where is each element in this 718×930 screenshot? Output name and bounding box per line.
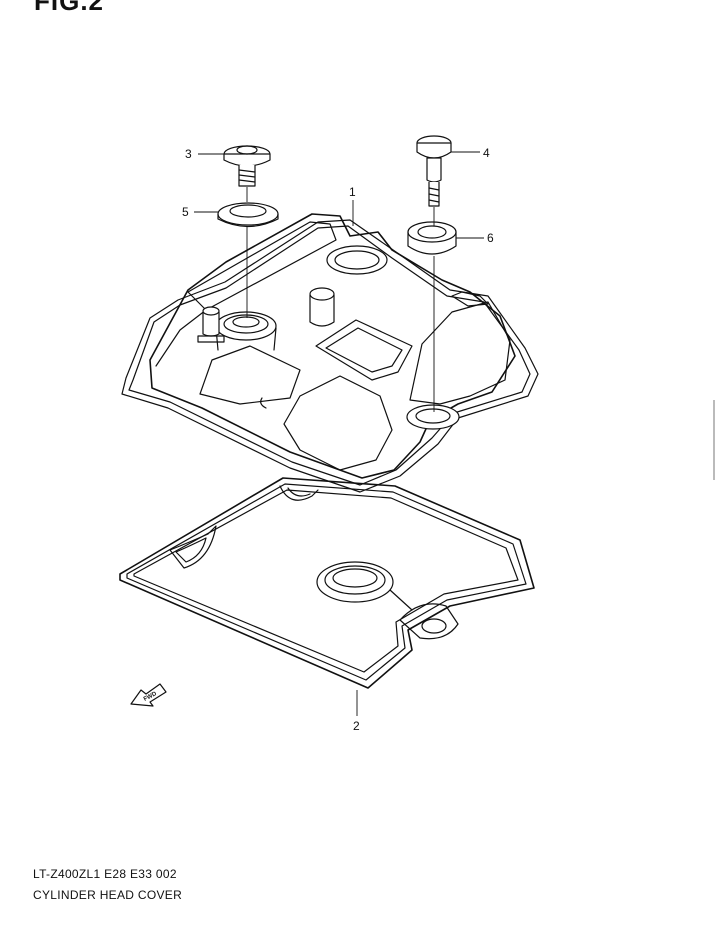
svg-text:3: 3 <box>185 147 192 161</box>
callout-6: 6 <box>456 231 494 245</box>
figure-title: FIG.2 <box>34 0 105 16</box>
bolt-left <box>223 145 271 187</box>
callout-2: 2 <box>353 690 360 733</box>
fwd-arrow-icon: FWD <box>130 683 167 707</box>
footer-model-code: LT-Z400ZL1 E28 E33 002 <box>33 867 177 881</box>
grommet <box>407 221 457 255</box>
svg-text:4: 4 <box>483 146 490 160</box>
seal-washer <box>217 202 279 228</box>
svg-text:5: 5 <box>182 205 189 219</box>
cylinder-head-cover <box>121 213 539 493</box>
footer-figure-title: CYLINDER HEAD COVER <box>33 888 183 902</box>
svg-text:6: 6 <box>487 231 494 245</box>
callout-4: 4 <box>451 146 490 160</box>
svg-text:1: 1 <box>349 185 356 199</box>
svg-text:2: 2 <box>353 719 360 733</box>
cylinder-head-cover-gasket <box>119 477 535 689</box>
callout-5: 5 <box>182 205 218 219</box>
page-edge-mark <box>713 400 715 480</box>
bolt-right <box>416 135 452 207</box>
callout-3: 3 <box>185 147 224 161</box>
callout-1: 1 <box>349 185 356 226</box>
alignment-lines <box>246 187 435 412</box>
